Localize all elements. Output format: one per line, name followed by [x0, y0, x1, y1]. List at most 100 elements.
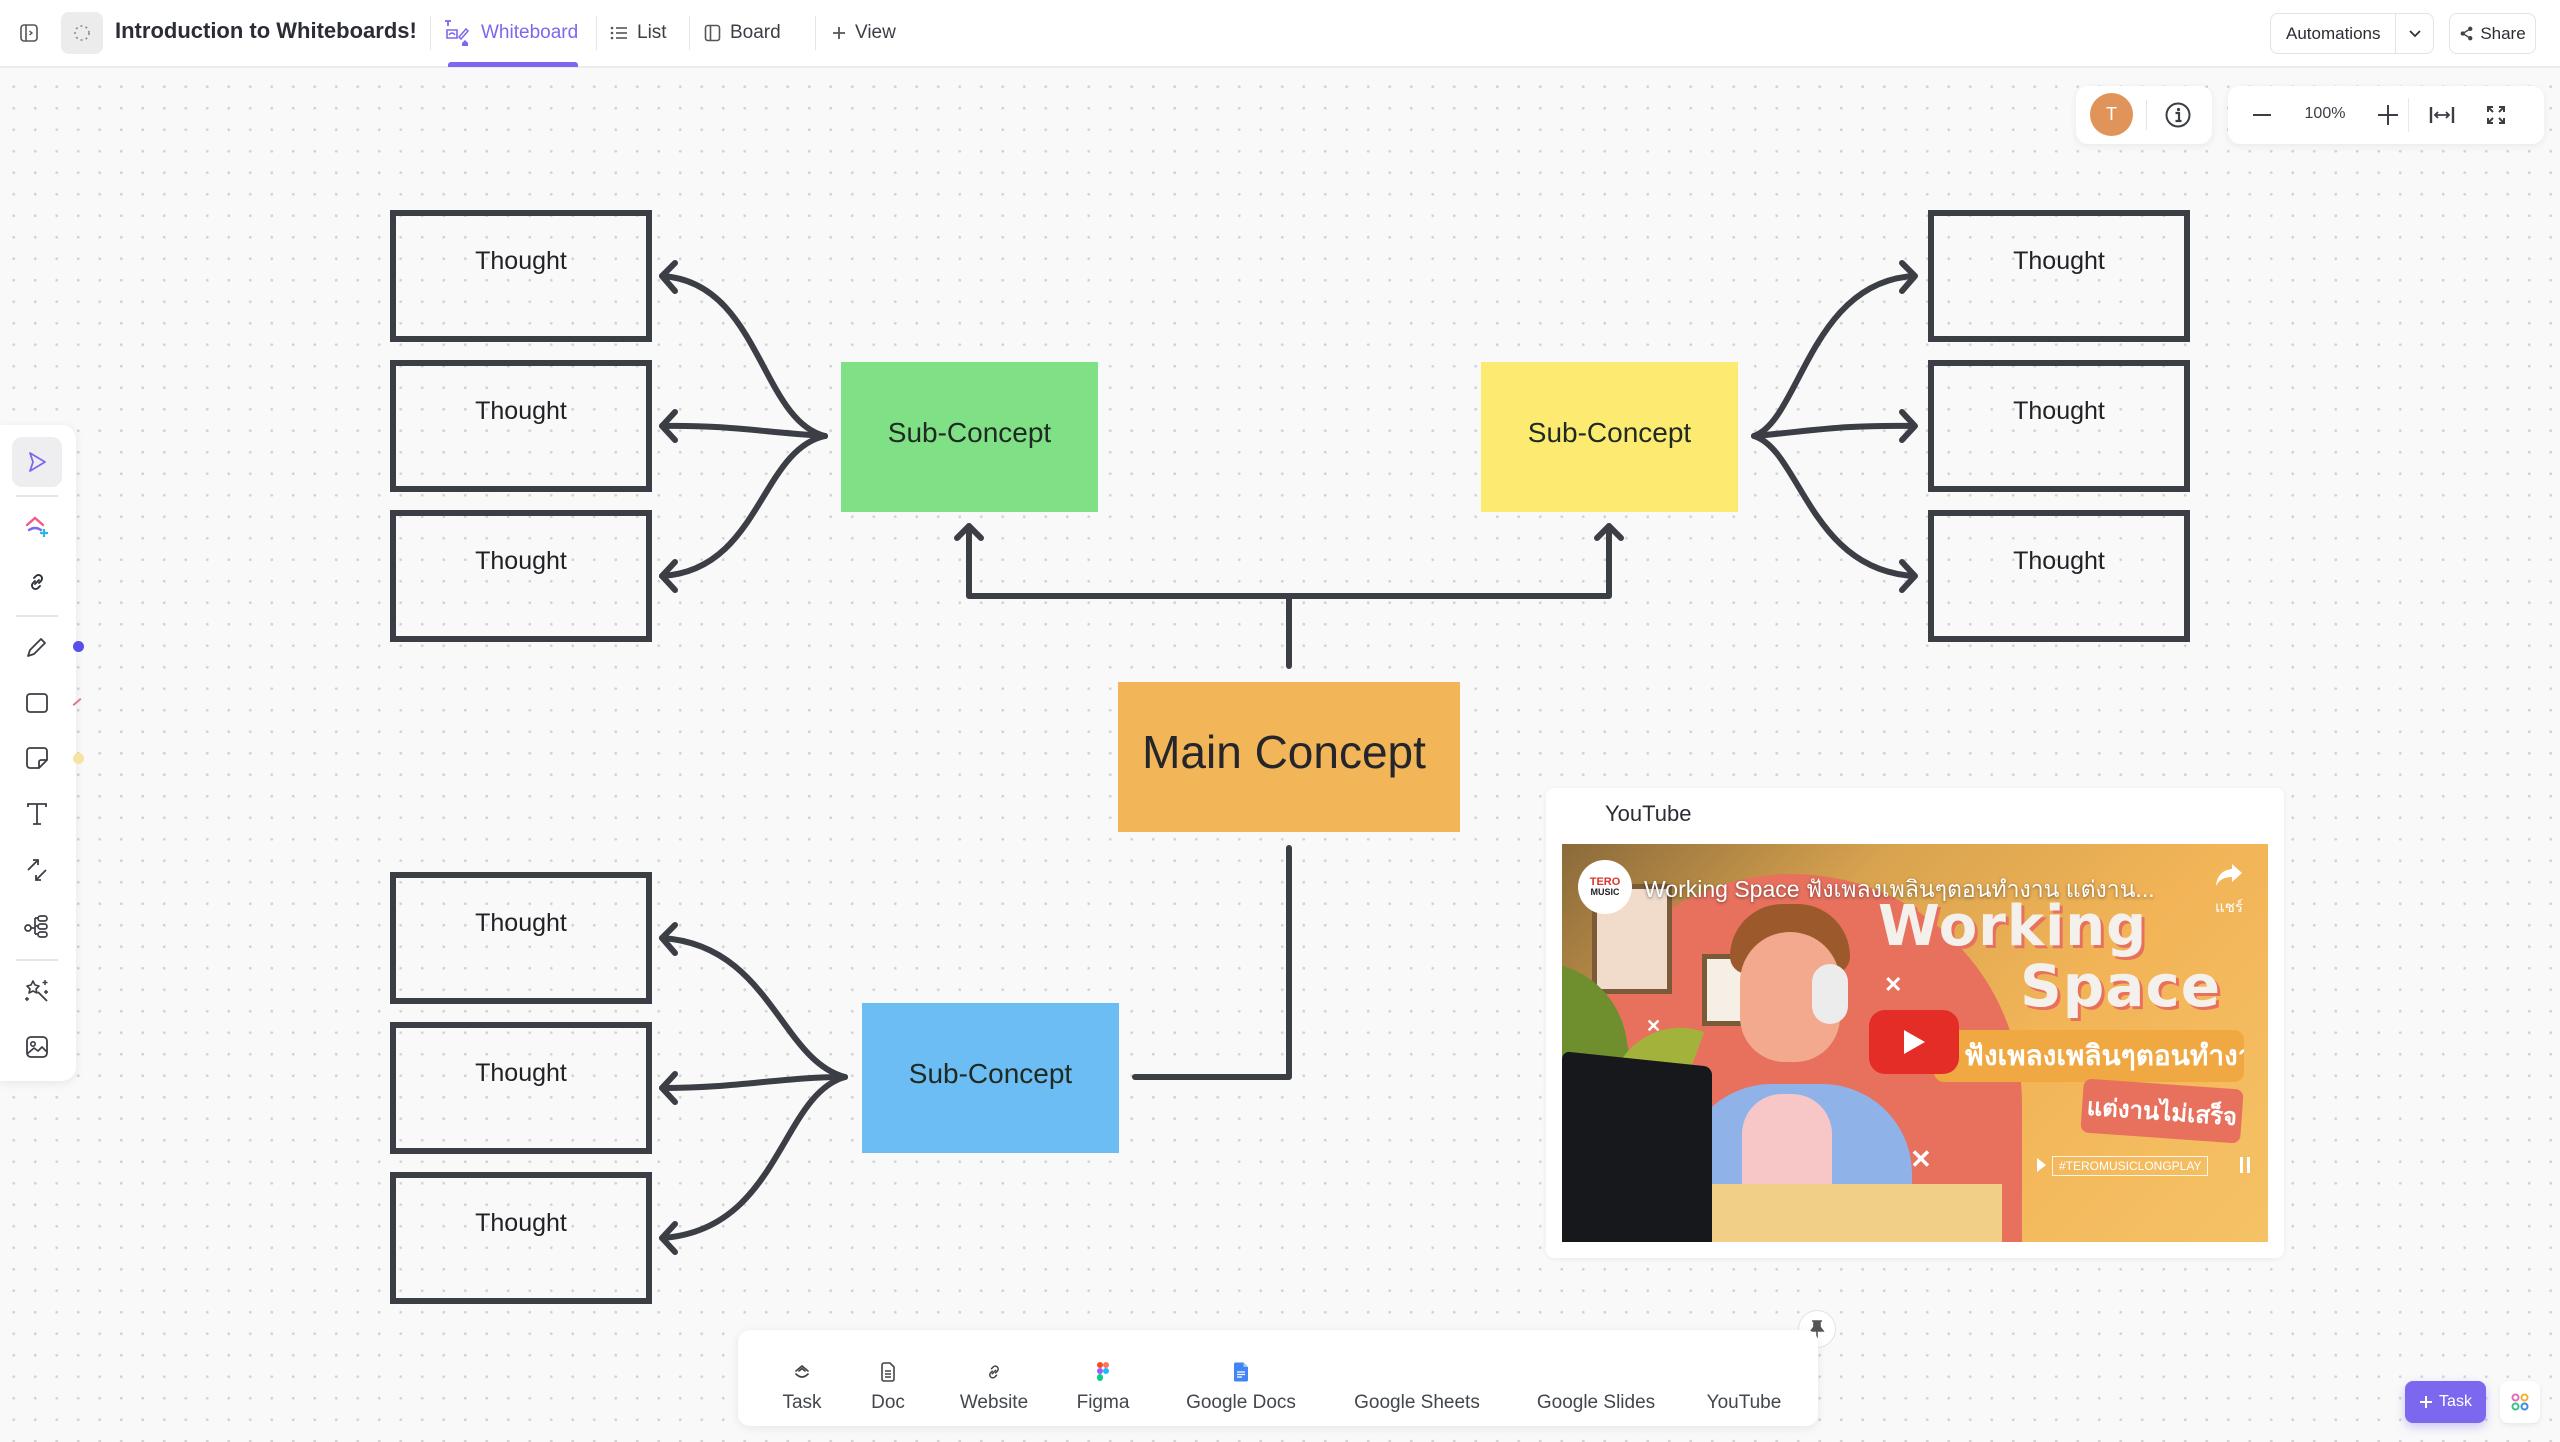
thought-label: Thought — [475, 396, 567, 425]
divider — [689, 16, 690, 50]
collaborators-panel: T — [2076, 86, 2212, 144]
plus-icon — [2378, 105, 2398, 125]
automations-dropdown-button[interactable] — [2395, 14, 2433, 53]
fit-width-button[interactable] — [2422, 95, 2462, 135]
sub-concept-label: Sub-Concept — [1527, 417, 1692, 448]
ai-generate-tool-button[interactable] — [12, 966, 62, 1016]
channel-logo-text: TERO — [1589, 876, 1621, 888]
sidebar-toggle-button[interactable] — [16, 20, 42, 46]
zoom-out-button[interactable] — [2242, 95, 2282, 135]
text-icon — [27, 803, 47, 825]
thumbnail-heading-line1: Working — [1878, 894, 2148, 959]
youtube-embed-card[interactable]: YouTube Working Space ฟังเพลงเพลินๆตอนทำ… — [1546, 788, 2284, 1258]
share-button[interactable]: Share — [2449, 13, 2536, 54]
thought-label: Thought — [475, 1208, 567, 1237]
add-task-label: Task — [2439, 1393, 2472, 1410]
embed-google-sheets-button[interactable]: Google Sheets — [1350, 1348, 1484, 1414]
tab-whiteboard[interactable]: Whiteboard — [442, 12, 578, 54]
sidebar-toggle-icon — [20, 24, 38, 42]
space-icon-button[interactable] — [61, 12, 103, 54]
thought-card[interactable]: Thought — [390, 872, 652, 1004]
tab-board[interactable]: Board — [704, 12, 781, 54]
page-title: Introduction to Whiteboards! — [115, 18, 417, 43]
connector-tool-button[interactable] — [12, 845, 62, 895]
sticky-note-tool-button[interactable] — [12, 733, 62, 783]
main-concept[interactable]: Main Concept — [1118, 682, 1460, 832]
add-task-button[interactable]: Task — [2405, 1381, 2486, 1423]
task-icon — [795, 1364, 809, 1378]
embed-figma-button[interactable]: Figma — [1070, 1348, 1136, 1414]
add-view-label: View — [855, 22, 896, 43]
divider — [430, 16, 431, 50]
embed-google-docs-button[interactable]: Google Docs — [1180, 1348, 1302, 1414]
thumbnail-headphones — [1812, 964, 1848, 1024]
channel-logo-text: MUSIC — [1590, 887, 1620, 897]
thought-card[interactable]: Thought — [390, 1022, 652, 1154]
embed-google-slides-button[interactable]: Google Slides — [1534, 1348, 1658, 1414]
thought-card[interactable]: Thought — [390, 510, 652, 642]
zoom-level[interactable]: 100% — [2304, 105, 2346, 122]
text-tool-button[interactable] — [12, 789, 62, 839]
thumbnail-desk — [1682, 1184, 2002, 1242]
channel-logo[interactable]: TERO MUSIC — [1578, 860, 1632, 914]
top-bar: Introduction to Whiteboards! Whiteboard … — [0, 0, 2560, 68]
space-dotted-circle-icon — [74, 25, 90, 41]
info-icon — [2165, 102, 2191, 128]
embed-youtube-button[interactable]: YouTube — [1704, 1348, 1784, 1414]
main-concept-label: Main Concept — [1142, 726, 1426, 778]
embed-google-slides-label: Google Slides — [1536, 1392, 1656, 1413]
thought-card[interactable]: Thought — [1928, 210, 2190, 342]
play-button[interactable] — [1869, 1010, 1959, 1074]
sub-concept-yellow[interactable]: Sub-Concept — [1481, 362, 1738, 512]
sub-concept-label: Sub-Concept — [887, 417, 1052, 448]
clickup-ai-tool-button[interactable] — [12, 502, 62, 552]
thought-card[interactable]: Thought — [390, 210, 652, 342]
pin-icon — [1809, 1320, 1825, 1338]
sub-concept-green[interactable]: Sub-Concept — [841, 362, 1098, 512]
mind-map-tool-button[interactable] — [12, 901, 62, 951]
whiteboard-icon — [445, 20, 470, 46]
thought-card[interactable]: Thought — [390, 360, 652, 492]
embed-doc-label: Doc — [871, 1392, 905, 1413]
embed-website-label: Website — [959, 1392, 1029, 1413]
video-share-button[interactable]: แชร์ — [2204, 862, 2254, 919]
cursor-icon — [29, 452, 46, 472]
automations-button[interactable]: Automations — [2286, 23, 2381, 43]
embed-youtube-label: YouTube — [1706, 1392, 1782, 1413]
thought-card[interactable]: Thought — [1928, 510, 2190, 642]
embed-toolbar: Task Doc Website Figma Google Docs Googl… — [738, 1330, 1818, 1426]
image-tool-button[interactable] — [12, 1022, 62, 1072]
avatar[interactable]: T — [2090, 93, 2133, 136]
thought-label: Thought — [475, 1058, 567, 1087]
select-tool-button[interactable] — [12, 437, 62, 487]
thought-card[interactable]: Thought — [390, 1172, 652, 1304]
link-tool-button[interactable] — [12, 557, 62, 607]
embed-website-button[interactable]: Website — [954, 1348, 1034, 1414]
youtube-card-title: YouTube — [1605, 801, 1692, 826]
clickup-add-icon — [25, 516, 48, 537]
embed-doc-button[interactable]: Doc — [860, 1348, 916, 1414]
tab-board-label: Board — [730, 22, 781, 43]
tab-list[interactable]: List — [610, 12, 667, 54]
apps-button[interactable] — [2500, 1381, 2540, 1423]
pen-tool-button[interactable] — [12, 622, 62, 672]
fullscreen-button[interactable] — [2476, 95, 2516, 135]
add-view-button[interactable]: View — [832, 12, 896, 54]
youtube-video-player[interactable]: Working Space ฟังเพลงเพลินๆตอนทำงาน แต่ง… — [1562, 844, 2268, 1242]
magic-wand-icon — [25, 980, 48, 1002]
image-icon — [26, 1036, 48, 1058]
thought-card[interactable]: Thought — [1928, 360, 2190, 492]
info-button[interactable] — [2158, 95, 2198, 135]
shape-tool-button[interactable] — [12, 678, 62, 728]
thumbnail-play-glyph — [2037, 1158, 2046, 1172]
sub-concept-blue[interactable]: Sub-Concept — [862, 1003, 1119, 1153]
divider — [16, 615, 58, 617]
embed-task-button[interactable]: Task — [772, 1348, 832, 1414]
zoom-in-button[interactable] — [2368, 95, 2408, 135]
plus-icon — [2420, 1396, 2433, 1408]
chevron-down-icon — [2408, 29, 2421, 37]
sub-concept-label: Sub-Concept — [908, 1058, 1073, 1089]
share-arrow-icon — [2216, 864, 2242, 886]
thought-label: Thought — [2013, 546, 2105, 575]
video-title[interactable]: Working Space ฟังเพลงเพลินๆตอนทำงาน แต่ง… — [1644, 876, 2155, 902]
